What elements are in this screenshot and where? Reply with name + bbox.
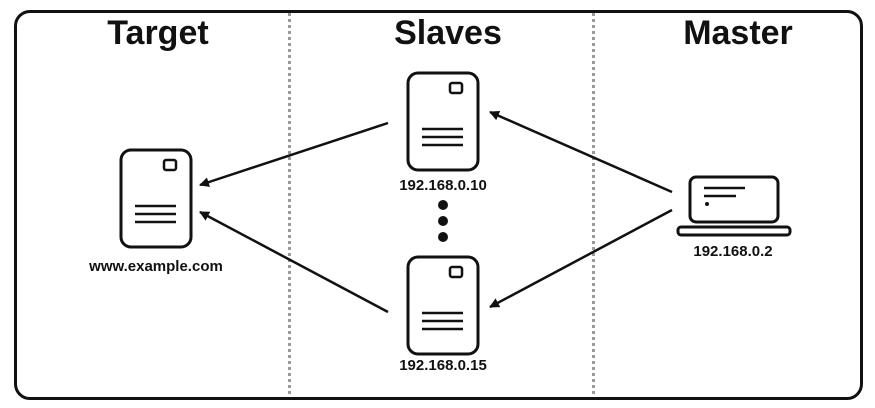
column-divider-right <box>592 13 595 394</box>
column-title-target: Target <box>107 14 209 52</box>
slave-bottom-ip-label: 192.168.0.15 <box>399 357 487 374</box>
server-icon <box>406 71 480 172</box>
column-title-master: Master <box>683 14 793 52</box>
slave-top-ip-label: 192.168.0.10 <box>399 177 487 194</box>
target-host-label: www.example.com <box>89 258 223 275</box>
arrow-master-to-slave-top <box>489 110 673 194</box>
vertical-ellipsis-icon <box>438 200 448 242</box>
master-ip-label: 192.168.0.2 <box>693 243 773 260</box>
server-icon <box>119 148 193 249</box>
arrow-slave-bottom-to-target <box>199 210 389 314</box>
arrow-master-to-slave-bottom <box>489 208 673 309</box>
arrow-slave-top-to-target <box>199 121 389 187</box>
server-icon <box>406 255 480 356</box>
column-divider-left <box>288 13 291 394</box>
laptop-icon <box>676 175 792 237</box>
column-title-slaves: Slaves <box>394 14 502 52</box>
